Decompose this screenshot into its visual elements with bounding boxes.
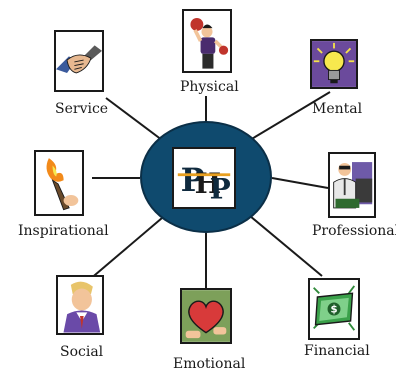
logo-letter-p2: P <box>210 173 231 206</box>
node-mental-tile <box>310 39 358 89</box>
node-financial-label: Financial <box>304 343 370 359</box>
spoke-service <box>105 97 163 141</box>
node-inspirational-tile <box>34 150 84 216</box>
handshake-icon <box>56 32 102 90</box>
logo-letter-p1: P <box>181 162 205 199</box>
torch-icon <box>36 152 82 214</box>
lightbulb-icon <box>312 41 356 87</box>
node-emotional-label: Emotional <box>173 356 246 372</box>
node-mental-label: Mental <box>312 101 363 117</box>
spoke-mental <box>249 91 331 141</box>
node-social-tile <box>56 275 104 335</box>
spoke-financial <box>249 215 323 277</box>
spoke-social <box>81 217 163 287</box>
node-service-tile <box>54 30 104 92</box>
person-icon <box>58 277 102 333</box>
node-physical-tile <box>182 9 232 73</box>
spoke-professional <box>271 177 329 189</box>
computer-worker-icon <box>330 154 374 216</box>
node-service-label: Service <box>55 101 109 117</box>
node-financial-tile: $ <box>308 278 360 340</box>
node-inspirational-label: Inspirational <box>18 223 109 239</box>
node-professional-label: Professional <box>312 223 396 239</box>
boxer-icon <box>184 11 230 71</box>
node-social-label: Social <box>60 344 104 360</box>
php-logo-icon: P H P <box>174 149 234 207</box>
heart-icon <box>182 290 230 342</box>
hub-logo: P H P <box>172 147 236 209</box>
dollar-bill-icon: $ <box>310 280 358 338</box>
svg-text:$: $ <box>330 305 337 316</box>
node-professional-tile <box>328 152 376 218</box>
node-physical-label: Physical <box>180 79 239 95</box>
logo-letter-h: H <box>195 167 222 200</box>
node-emotional-tile <box>180 288 232 344</box>
